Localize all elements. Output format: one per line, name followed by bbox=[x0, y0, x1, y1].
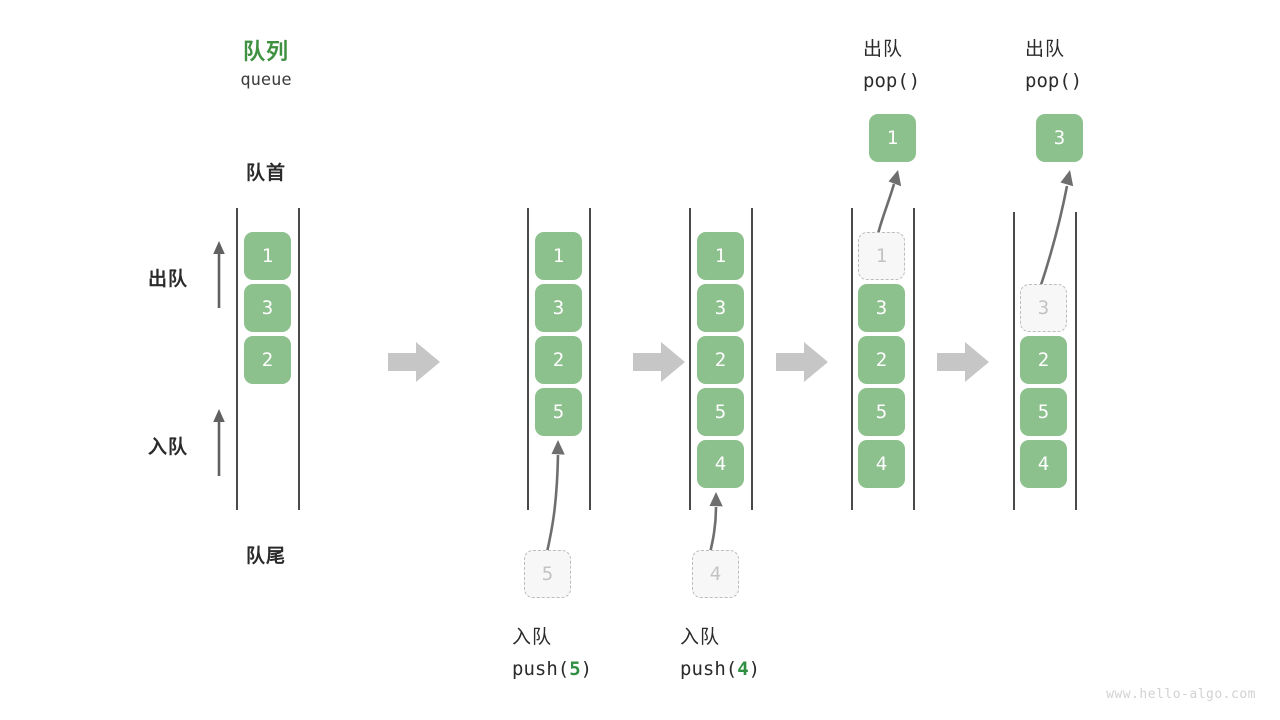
queue-item: 3 bbox=[697, 284, 744, 332]
caption-code-suffix: ) bbox=[748, 658, 761, 680]
caption-code-prefix: push( bbox=[680, 658, 738, 680]
queue-front-label: 队首 bbox=[245, 163, 286, 184]
watermark: www.hello-algo.com bbox=[1106, 687, 1256, 702]
queue-rail-right bbox=[751, 208, 753, 510]
caption-code-prefix: push( bbox=[512, 658, 570, 680]
push-arrow-icon bbox=[545, 440, 565, 553]
stage-caption-cn: 入队 bbox=[512, 627, 553, 648]
queue-rail-right bbox=[913, 208, 915, 510]
stage-caption-cn: 入队 bbox=[680, 627, 721, 648]
enqueue-direction-arrow-icon bbox=[213, 409, 225, 476]
stage-caption-code: push(4) bbox=[680, 658, 760, 680]
queue-item: 3 bbox=[858, 284, 905, 332]
caption-code-value: 4 bbox=[737, 658, 749, 680]
transition-arrow-icon bbox=[937, 342, 989, 382]
popped-item: 3 bbox=[1036, 114, 1083, 162]
queue-item: 2 bbox=[697, 336, 744, 384]
removed-item: 3 bbox=[1020, 284, 1067, 332]
pop-arrow-icon bbox=[876, 170, 902, 235]
queue-item: 2 bbox=[535, 336, 582, 384]
pop-arrow-icon bbox=[1038, 170, 1074, 289]
pop-title-code: pop() bbox=[863, 70, 921, 92]
queue-item: 2 bbox=[244, 336, 291, 384]
queue-item: 1 bbox=[535, 232, 582, 280]
queue-rail-left bbox=[1013, 212, 1015, 510]
pop-title-code: pop() bbox=[1025, 70, 1083, 92]
dequeue-direction-arrow-icon bbox=[213, 241, 225, 308]
pending-push-item: 4 bbox=[692, 550, 739, 598]
queue-item: 5 bbox=[1020, 388, 1067, 436]
removed-item: 1 bbox=[858, 232, 905, 280]
transition-arrow-icon bbox=[388, 342, 440, 382]
queue-rail-left bbox=[527, 208, 529, 510]
caption-code-suffix: ) bbox=[580, 658, 593, 680]
pop-title-cn: 出队 bbox=[863, 39, 904, 60]
diagram-title-en: queue bbox=[240, 70, 292, 90]
dequeue-direction-label: 出队 bbox=[148, 269, 189, 290]
queue-item: 3 bbox=[535, 284, 582, 332]
pop-title-cn: 出队 bbox=[1025, 39, 1066, 60]
queue-item: 1 bbox=[244, 232, 291, 280]
queue-item-new: 4 bbox=[697, 440, 744, 488]
popped-item: 1 bbox=[869, 114, 916, 162]
queue-item: 4 bbox=[1020, 440, 1067, 488]
queue-rail-right bbox=[298, 208, 300, 510]
enqueue-direction-label: 入队 bbox=[148, 437, 189, 458]
pending-push-item: 5 bbox=[524, 550, 571, 598]
queue-item: 5 bbox=[697, 388, 744, 436]
queue-item: 2 bbox=[858, 336, 905, 384]
queue-rail-left bbox=[236, 208, 238, 510]
queue-item: 2 bbox=[1020, 336, 1067, 384]
push-arrow-icon bbox=[708, 492, 723, 554]
transition-arrow-icon bbox=[776, 342, 828, 382]
queue-rail-right bbox=[589, 208, 591, 510]
queue-rail-left bbox=[851, 208, 853, 510]
diagram-title-cn: 队列 bbox=[242, 39, 289, 64]
stage-caption-code: push(5) bbox=[512, 658, 592, 680]
queue-item: 4 bbox=[858, 440, 905, 488]
queue-rear-label: 队尾 bbox=[245, 546, 286, 567]
transition-arrow-icon bbox=[633, 342, 685, 382]
caption-code-value: 5 bbox=[569, 658, 581, 680]
queue-item-new: 5 bbox=[535, 388, 582, 436]
queue-item: 5 bbox=[858, 388, 905, 436]
queue-item: 1 bbox=[697, 232, 744, 280]
queue-item: 3 bbox=[244, 284, 291, 332]
queue-rail-left bbox=[689, 208, 691, 510]
queue-rail-right bbox=[1075, 212, 1077, 510]
